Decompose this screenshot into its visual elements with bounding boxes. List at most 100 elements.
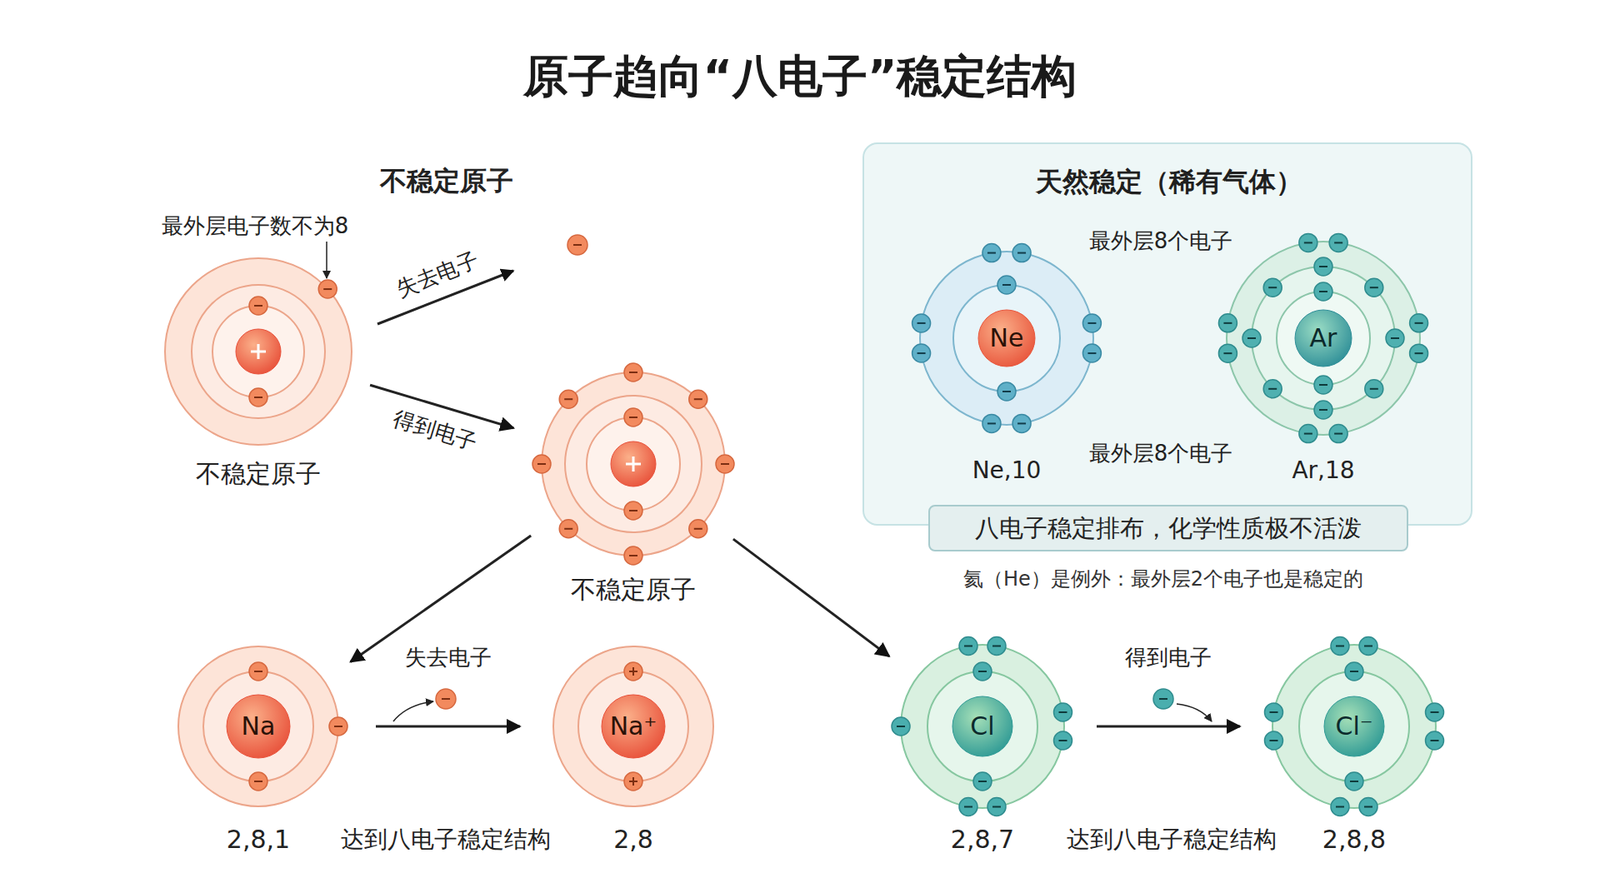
electron-shell — [927, 671, 1038, 782]
electron — [1314, 375, 1333, 395]
electron-sign — [254, 305, 263, 307]
electron — [1410, 344, 1429, 363]
electron-shell — [553, 646, 714, 807]
electron-sign — [1087, 322, 1096, 325]
electron-body — [1263, 278, 1282, 297]
atom-node: NeNe,10 — [908, 240, 1105, 437]
electron — [689, 520, 708, 539]
electron — [318, 280, 337, 299]
electron — [997, 275, 1016, 295]
connector-arrow — [375, 725, 520, 729]
electron — [624, 772, 643, 791]
electron-sign — [629, 555, 638, 557]
electron-shell — [191, 285, 325, 419]
electron — [249, 388, 268, 407]
atom-node: Cl⁻2,8,8 — [1260, 633, 1448, 820]
electron-body — [997, 382, 1016, 401]
connector-label: 得到电子 — [389, 405, 480, 456]
electron — [689, 390, 708, 409]
electron-sign — [632, 777, 635, 786]
electron — [1425, 703, 1445, 722]
electron — [982, 414, 1001, 433]
nucleus — [1324, 696, 1385, 757]
electron-body — [997, 275, 1016, 295]
nucleus — [226, 695, 290, 759]
electron-sign — [720, 463, 730, 465]
element-symbol: Na⁺ — [610, 711, 658, 742]
electron-body — [1330, 636, 1350, 655]
electron-sign — [987, 252, 996, 255]
electron-body — [329, 717, 348, 736]
element-symbol: Cl⁻ — [1335, 711, 1373, 742]
nucleus-plus — [632, 456, 635, 472]
electron-body — [1329, 425, 1348, 444]
electron-sign — [1268, 286, 1277, 289]
electron-sign — [1087, 352, 1096, 355]
atom-caption: 2,8 — [613, 825, 654, 855]
electron-sign — [1269, 740, 1278, 742]
electron-body — [1425, 731, 1445, 750]
electron-sign — [1390, 337, 1400, 340]
electron-body — [1264, 731, 1283, 750]
electron-sign — [629, 510, 638, 512]
electron-body — [1329, 233, 1348, 252]
electron — [973, 662, 992, 681]
electron — [1299, 233, 1318, 252]
electron-body — [982, 414, 1001, 433]
electron — [1264, 703, 1283, 722]
electron-shell — [541, 372, 725, 556]
electron — [559, 390, 578, 409]
electron — [1082, 314, 1101, 333]
electron-body — [1242, 329, 1261, 348]
electron-shell — [203, 671, 314, 782]
electron — [1359, 636, 1378, 655]
electron — [1314, 400, 1333, 420]
electron-body — [1330, 798, 1350, 817]
joining-electron — [1153, 689, 1212, 722]
electron-body — [987, 798, 1006, 817]
atom-outline — [530, 360, 737, 568]
electron-body — [532, 455, 551, 474]
nucleus — [978, 310, 1035, 367]
electron-body — [1425, 703, 1445, 722]
electron — [249, 772, 268, 791]
electron — [1330, 798, 1350, 817]
electron — [1329, 233, 1348, 252]
electron-shell — [1299, 671, 1410, 782]
electron — [624, 408, 643, 427]
electron — [249, 662, 268, 681]
nucleus — [235, 329, 281, 375]
electron-sign — [987, 422, 996, 425]
electron-sign — [917, 352, 926, 355]
electron-sign — [573, 244, 582, 246]
curved-arrow — [393, 701, 434, 722]
electron — [1218, 344, 1237, 363]
electron — [1242, 329, 1261, 348]
electron-body — [624, 363, 643, 382]
electron-sign — [1059, 711, 1068, 714]
electron-body — [1314, 400, 1333, 420]
electron — [1012, 414, 1031, 433]
electron-body — [973, 662, 992, 681]
atom-caption: 不稳定原子 — [570, 575, 696, 605]
electron-sign — [992, 645, 1001, 647]
electron-sign — [323, 288, 332, 290]
nucleus-plus — [257, 344, 260, 360]
nucleus — [601, 695, 665, 759]
electron-body — [318, 280, 337, 299]
atom-outline — [153, 246, 364, 457]
electron-body — [715, 455, 735, 474]
electron-shell — [178, 646, 339, 807]
electron-body — [1153, 689, 1174, 710]
electron-body — [1264, 703, 1283, 722]
electron-sign — [1159, 698, 1168, 700]
electron-body — [1054, 731, 1073, 750]
panel-heading: 天然稳定（稀有气体） — [1035, 165, 1303, 198]
electron-body — [1385, 329, 1405, 348]
electron-body — [624, 408, 643, 427]
electron-shell — [1272, 645, 1436, 809]
electron-sign — [1002, 284, 1011, 286]
atom-node: ArAr,18 — [1215, 230, 1432, 447]
electron-body — [1345, 772, 1364, 791]
electron-sign — [694, 528, 703, 530]
